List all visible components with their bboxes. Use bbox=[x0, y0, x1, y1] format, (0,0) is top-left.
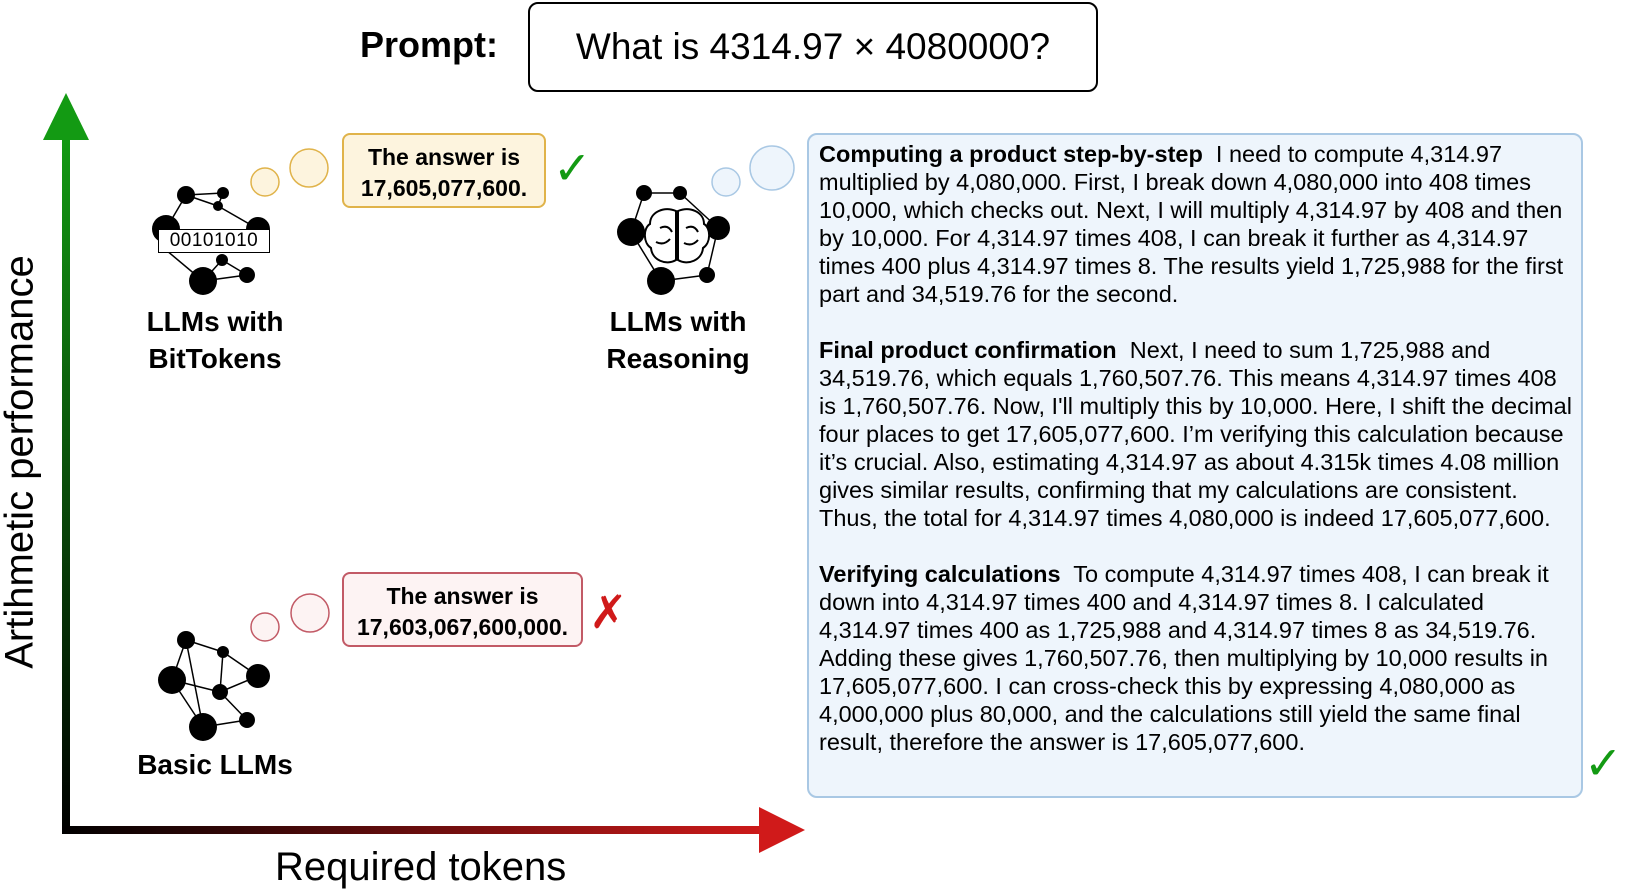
reasoning-step-title: Verifying calculations bbox=[819, 561, 1061, 587]
y-axis-arrow bbox=[43, 93, 89, 834]
thought-bubbles-reasoning bbox=[711, 145, 795, 197]
reasoning-step-text: To compute 4,314.97 times 408, I can bre… bbox=[819, 561, 1549, 755]
reasoning-step-text: Next, I need to sum 1,725,988 and 34,519… bbox=[819, 337, 1572, 531]
reasoning-paragraph: Computing a product step-by-step I need … bbox=[819, 140, 1573, 308]
brain-icon bbox=[643, 208, 711, 264]
reasoning-trace-box: Computing a product step-by-step I need … bbox=[807, 133, 1583, 798]
prompt-box: What is 4314.97 × 4080000? bbox=[528, 2, 1098, 92]
x-axis-arrow bbox=[62, 807, 805, 853]
answer-box-bittokens: The answer is 17,605,077,600. bbox=[342, 133, 546, 208]
prompt-text: What is 4314.97 × 4080000? bbox=[575, 26, 1051, 67]
reasoning-paragraph: Verifying calculations To compute 4,314.… bbox=[819, 560, 1573, 756]
bittoken-bits: 00101010 bbox=[158, 229, 270, 253]
cross-icon-basic: ✗ bbox=[589, 586, 628, 638]
reasoning-step-text: I need to compute 4,314.97 multiplied by… bbox=[819, 141, 1564, 307]
prompt-label: Prompt: bbox=[360, 24, 498, 65]
y-axis-label: Artihmetic performance bbox=[0, 255, 42, 669]
model-label-bittokens: LLMs with BitTokens bbox=[146, 306, 284, 374]
reasoning-paragraph: Final product confirmation Next, I need … bbox=[819, 336, 1573, 532]
neural-network-icon-basic bbox=[158, 631, 270, 741]
check-icon-reasoning: ✓ bbox=[1584, 737, 1623, 789]
reasoning-step-title: Final product confirmation bbox=[819, 337, 1117, 363]
brain-network-icon bbox=[617, 185, 730, 295]
thought-bubbles-basic bbox=[250, 593, 330, 642]
model-label-reasoning: LLMs with Reasoning bbox=[606, 306, 750, 374]
answer-box-basic: The answer is 17,603,067,600,000. bbox=[342, 572, 583, 647]
reasoning-step-title: Computing a product step-by-step bbox=[819, 141, 1203, 167]
thought-bubbles-bittokens bbox=[250, 148, 329, 197]
model-label-basic: Basic LLMs bbox=[137, 749, 293, 780]
check-icon-bittokens: ✓ bbox=[553, 142, 592, 194]
x-axis-label: Required tokens bbox=[275, 845, 567, 889]
